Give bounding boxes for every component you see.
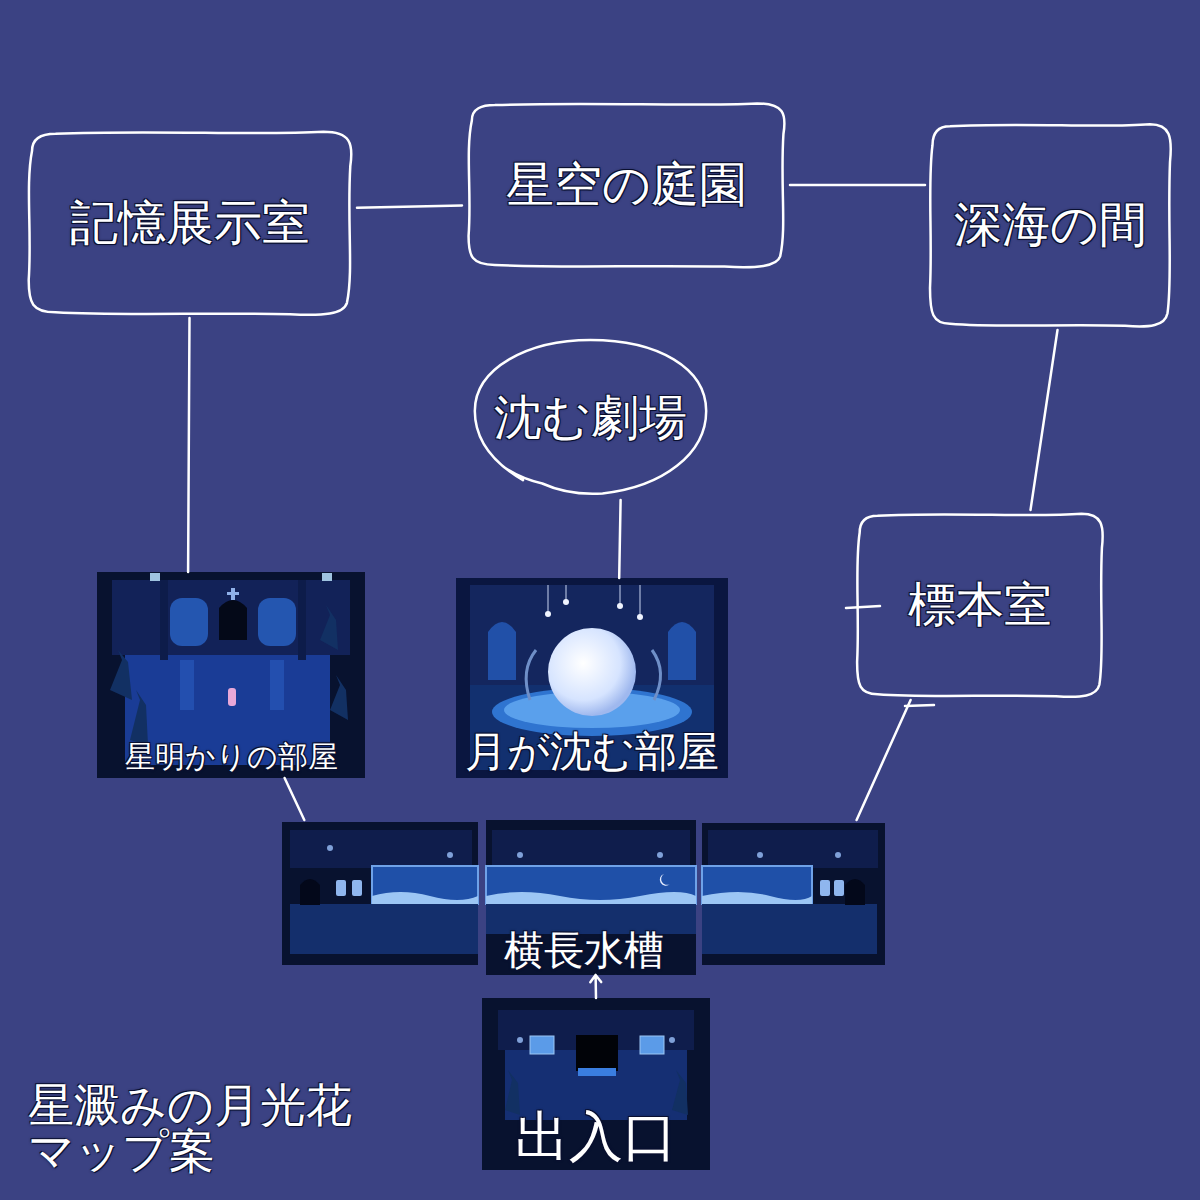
entrance-screenshot: 出入口 (482, 998, 710, 1170)
room-label: 出入口 (515, 1106, 677, 1168)
outline-path (475, 340, 706, 494)
moon-room-art (456, 578, 728, 778)
room-box: 標本室 (852, 510, 1107, 700)
connector-line (857, 700, 911, 820)
connector-arrow (590, 975, 601, 998)
room-screenshot: 星明かりの部屋 (97, 572, 365, 778)
starlight-room-art (97, 572, 365, 778)
connector-line (188, 318, 189, 572)
outline-path (469, 103, 785, 267)
room-box: 星空の庭園 (462, 100, 790, 270)
connector-line (357, 205, 462, 207)
connector-line (1031, 330, 1058, 510)
connector-line (790, 184, 925, 187)
outline-path (29, 132, 352, 315)
entrance-art (482, 998, 710, 1170)
room-label: 星明かりの部屋 (125, 740, 338, 775)
room-label: 横長水槽 (504, 927, 664, 973)
outline-path (930, 124, 1171, 326)
outline-path (857, 514, 1103, 697)
connector-line (619, 500, 620, 578)
connector-line (285, 778, 305, 820)
room-label: 深海の間 (954, 197, 1147, 252)
room-label: 標本室 (908, 577, 1052, 632)
room-screenshot: 月が沈む部屋 (456, 578, 728, 778)
room-box: 深海の間 (925, 120, 1175, 330)
room-label: 月が沈む部屋 (465, 728, 719, 776)
corridor-screenshot: 横長水槽 (280, 820, 887, 975)
room-label: 星空の庭園 (506, 157, 747, 212)
corridor-art (282, 820, 885, 975)
sketch-stroke (846, 606, 880, 608)
map-title: 星澱みの月光花 マップ案 (28, 1082, 448, 1174)
room-box: 記憶展示室 (22, 128, 357, 318)
room-circle: 沈む劇場 (470, 335, 711, 500)
room-label: 記憶展示室 (70, 195, 310, 250)
room-label: 沈む劇場 (494, 390, 687, 445)
